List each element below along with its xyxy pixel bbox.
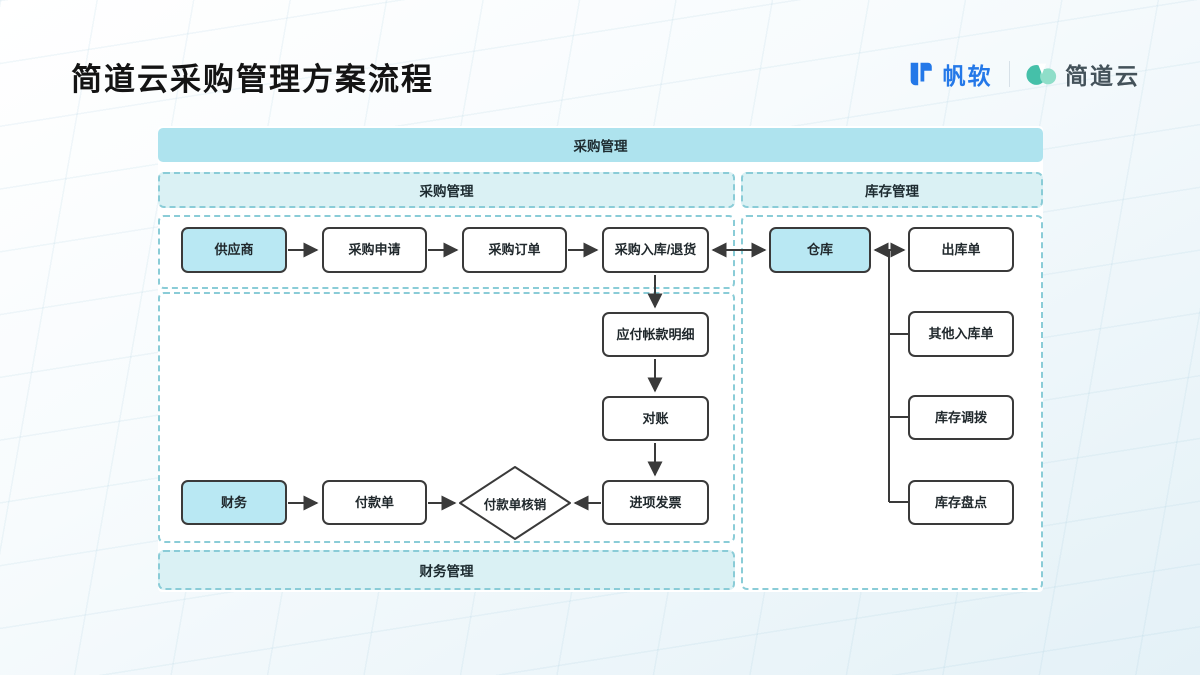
node-supplier: 供应商 [181, 227, 287, 273]
section-header-inventory: 库存管理 [741, 172, 1043, 208]
node-payable-detail: 应付帐款明细 [602, 312, 709, 357]
node-inventory-transfer: 库存调拨 [908, 395, 1014, 440]
node-payment-writeoff: 付款单核销 [483, 497, 547, 512]
top-banner-procurement: 采购管理 [158, 128, 1043, 162]
node-other-inbound-order: 其他入库单 [908, 311, 1014, 357]
node-purchase-inbound-return: 采购入库/退货 [602, 227, 709, 273]
jiandaoyun-logo-text: 简道云 [1065, 63, 1140, 89]
node-purchase-request: 采购申请 [322, 227, 427, 273]
node-payment-order: 付款单 [322, 480, 427, 525]
section-header-procurement: 采购管理 [158, 172, 735, 208]
logo-divider [1008, 61, 1010, 87]
node-warehouse: 仓库 [769, 227, 871, 273]
jiandaoyun-logo-icon [1026, 61, 1058, 87]
fanruan-logo-text: 帆软 [942, 63, 993, 89]
page-title: 简道云采购管理方案流程 [71, 62, 434, 97]
node-reconciliation: 对账 [602, 396, 709, 441]
node-purchase-order: 采购订单 [462, 227, 567, 273]
node-outbound-order: 出库单 [908, 227, 1014, 272]
brand-logos: 帆软 简道云 [906, 57, 1141, 91]
node-input-invoice: 进项发票 [602, 480, 709, 525]
fanruan-logo-icon [906, 59, 936, 89]
node-finance: 财务 [181, 480, 287, 525]
node-inventory-stocktake: 库存盘点 [908, 480, 1014, 525]
section-header-finance: 财务管理 [158, 550, 735, 590]
